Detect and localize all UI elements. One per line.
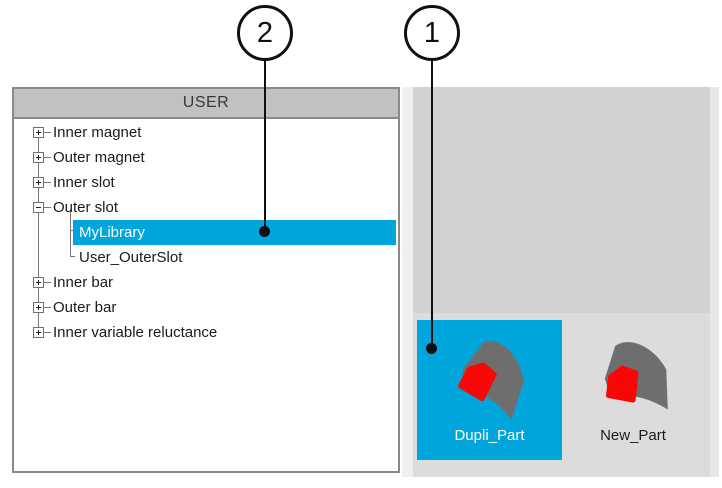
callout-line-1 [431, 60, 433, 348]
part-type-tree: Inner magnet Outer magnet Inner slot Out… [14, 119, 398, 471]
tree-connector [44, 207, 51, 208]
callout-circle-2: 2 [237, 5, 293, 61]
tree-connector [44, 157, 51, 158]
selected-row-highlight[interactable]: MyLibrary [73, 220, 396, 245]
row-label-box[interactable]: User_OuterSlot [79, 249, 183, 266]
tree-guide-line [38, 131, 39, 332]
library-content-panel: Dupli_Part New_Part [413, 87, 719, 477]
panel-divider [402, 87, 413, 477]
expand-minus-icon[interactable] [33, 202, 44, 213]
tree-item-inner-magnet[interactable]: Inner magnet [14, 120, 396, 145]
expand-plus-icon[interactable] [33, 327, 44, 338]
part-thumbnail-icon [601, 342, 668, 410]
tree-connector [44, 332, 51, 333]
callout-number: 1 [423, 16, 441, 49]
part-name-label: Dupli_Part [454, 427, 525, 444]
tree-connector [44, 132, 51, 133]
part-name-label: New_Part [600, 427, 666, 444]
library-preview-area [413, 87, 710, 313]
tree-item-inner-slot[interactable]: Inner slot [14, 170, 396, 195]
tree-connector [44, 282, 51, 283]
user-library-panel: USER Inner magnet Outer magnet Inner slo… [12, 87, 400, 473]
tree-child-guide-line [70, 211, 71, 257]
expand-plus-icon[interactable] [33, 302, 44, 313]
tree-item-inner-variable-reluctance[interactable]: Inner variable reluctance [14, 320, 396, 345]
callout-line-2 [264, 60, 266, 231]
expand-plus-icon[interactable] [33, 277, 44, 288]
expand-plus-icon[interactable] [33, 127, 44, 138]
callout-dot-1 [426, 343, 437, 354]
expand-plus-icon[interactable] [33, 152, 44, 163]
user-panel-header: USER [14, 89, 398, 119]
tree-child-connector [70, 230, 74, 231]
tree-item-mylibrary[interactable]: MyLibrary [14, 220, 396, 245]
callout-dot-2 [259, 226, 270, 237]
tree-item-outer-bar[interactable]: Outer bar [14, 295, 396, 320]
tree-child-connector [71, 256, 75, 257]
part-thumbnail-icon [452, 341, 524, 420]
callout-number: 2 [256, 16, 274, 49]
part-tile-new-part[interactable]: New_Part [562, 320, 704, 460]
library-parts-area: Dupli_Part New_Part [413, 313, 710, 477]
tree-item-outer-slot[interactable]: Outer slot [14, 195, 396, 220]
part-tile-dupli-part[interactable]: Dupli_Part [417, 320, 562, 460]
callout-circle-1: 1 [404, 5, 460, 61]
tree-item-inner-bar[interactable]: Inner bar [14, 270, 396, 295]
tree-item-outer-magnet[interactable]: Outer magnet [14, 145, 396, 170]
tree-connector [44, 182, 51, 183]
tree-item-user-outerslot[interactable]: User_OuterSlot [14, 245, 396, 270]
expand-plus-icon[interactable] [33, 177, 44, 188]
scrollbar-track[interactable] [710, 87, 719, 477]
tree-connector [44, 307, 51, 308]
